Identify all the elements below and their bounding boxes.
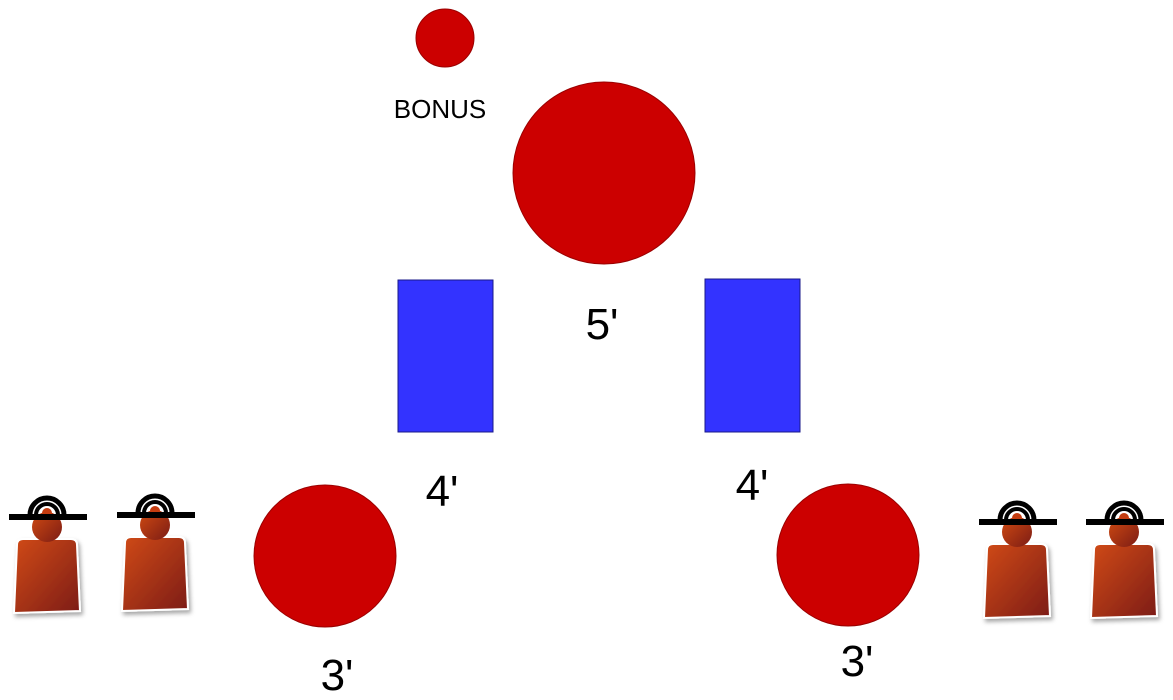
left-barrier <box>397 279 494 433</box>
right-barrier-label: 4' <box>736 461 769 510</box>
shooter-figure-icon <box>9 498 87 613</box>
bonus-label: BONUS <box>394 94 486 124</box>
right-target-label: 3' <box>841 637 874 686</box>
right-barrier <box>704 278 801 433</box>
left-target <box>253 484 397 628</box>
shooter-figure-icon <box>1086 503 1164 618</box>
bonus-target <box>415 8 475 68</box>
left-target-label: 3' <box>321 651 354 700</box>
center-target-label: 5' <box>586 300 619 349</box>
left-barrier-label: 4' <box>426 467 459 516</box>
shooter-figure-icon <box>979 503 1057 618</box>
right-target <box>776 483 920 627</box>
center-target <box>512 81 696 265</box>
shooter-figure-icon <box>117 496 195 611</box>
